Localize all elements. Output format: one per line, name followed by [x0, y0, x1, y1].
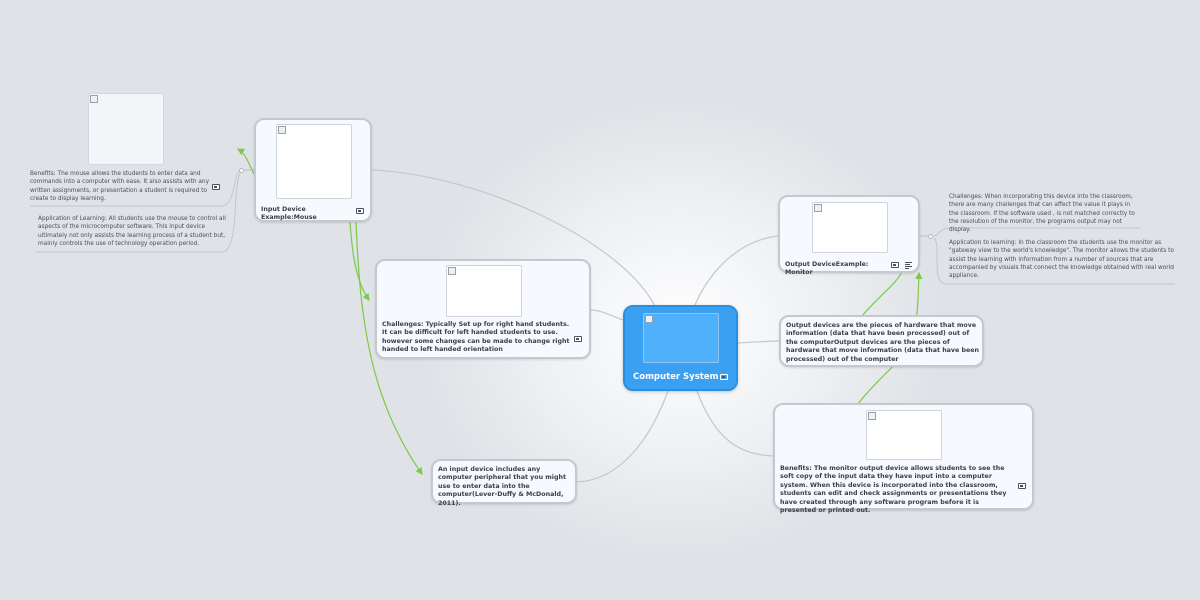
benefits-output-image — [866, 410, 942, 460]
link-center-output-device — [694, 235, 779, 306]
central-topic-title: Computer System — [633, 372, 719, 382]
challenges-input-label: Challenges: Typically Set up for right h… — [382, 321, 570, 354]
challenges-monitor-text[interactable]: Challenges: When incorporating this devi… — [949, 193, 1141, 234]
link-center-challenges — [590, 309, 624, 321]
benefits-mouse-label: Benefits: The mouse allows the students … — [30, 171, 210, 202]
image-icon[interactable] — [574, 336, 582, 342]
input-definition-label: An input device includes any computer pe… — [438, 466, 566, 507]
broken-image-icon — [868, 412, 876, 420]
input-definition-node[interactable]: An input device includes any computer pe… — [431, 459, 577, 507]
output-device-node[interactable]: Output DeviceExample: Monitor — [778, 195, 920, 276]
broken-image-icon — [90, 95, 98, 103]
output-device-label: Output DeviceExample: Monitor — [785, 261, 869, 277]
central-topic-image — [643, 313, 719, 363]
link-center-input-definition — [576, 390, 669, 483]
challenges-input-node[interactable]: Challenges: Typically Set up for right h… — [375, 259, 591, 359]
note-icon[interactable] — [905, 262, 913, 269]
output-definition-label: Output devices are the pieces of hardwar… — [786, 322, 980, 363]
benefits-output-node[interactable]: Benefits: The monitor output device allo… — [773, 403, 1034, 514]
link-center-benefits-output — [696, 390, 775, 457]
relation-arrow-output-definition — [861, 271, 903, 317]
application-monitor-label: Application to learning: In the classroo… — [949, 240, 1174, 280]
link-center-output-definition — [737, 340, 781, 344]
relation-arrow-challenges — [349, 221, 370, 301]
output-definition-node[interactable]: Output devices are the pieces of hardwar… — [779, 315, 984, 367]
output-device-image — [812, 202, 888, 253]
image-icon[interactable] — [1018, 483, 1026, 489]
broken-image-icon — [814, 204, 822, 212]
challenges-monitor-label: Challenges: When incorporating this devi… — [949, 194, 1135, 234]
benefits-mouse-text[interactable]: Benefits: The mouse allows the students … — [30, 170, 212, 203]
broken-image-icon — [278, 126, 286, 134]
application-mouse-text[interactable]: Application of Learning: All students us… — [38, 215, 230, 248]
application-monitor-text[interactable]: Application to learning: In the classroo… — [949, 239, 1177, 280]
central-topic-node[interactable]: Computer System — [623, 305, 738, 391]
input-device-label: Input Device Example:Mouse — [261, 206, 317, 222]
branch-hub-right[interactable] — [928, 234, 933, 239]
application-mouse-label: Application of Learning: All students us… — [38, 216, 226, 247]
broken-image-icon — [645, 315, 653, 323]
challenges-input-image — [446, 265, 522, 317]
input-device-image — [276, 124, 352, 199]
image-icon[interactable] — [356, 208, 364, 214]
input-device-node[interactable]: Input Device Example:Mouse — [254, 118, 372, 222]
benefits-output-label: Benefits: The monitor output device allo… — [780, 465, 1007, 515]
broken-image-icon — [448, 267, 456, 275]
image-icon[interactable] — [212, 184, 220, 190]
image-icon[interactable] — [891, 262, 899, 268]
branch-hub-left[interactable] — [239, 168, 244, 173]
image-icon[interactable] — [720, 374, 728, 380]
benefits-mouse-image — [88, 93, 164, 165]
